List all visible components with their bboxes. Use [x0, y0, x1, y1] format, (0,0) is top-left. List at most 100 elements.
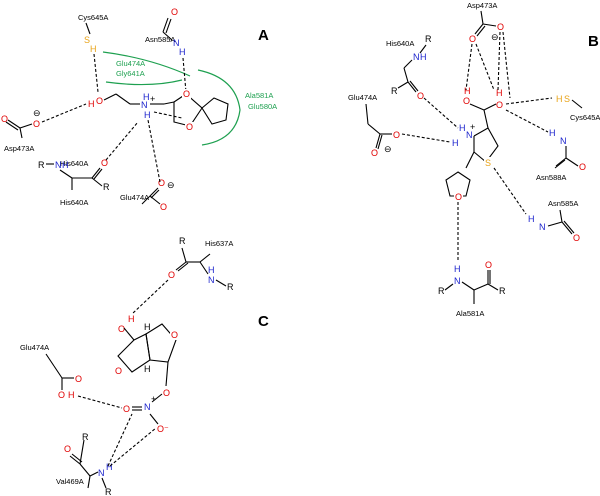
hbond	[475, 43, 495, 91]
r-group: R	[499, 286, 506, 296]
r-group: R	[105, 487, 112, 496]
oxygen-atom: O	[417, 91, 424, 101]
hydrogen-atom: H	[143, 92, 150, 102]
r-group: R	[227, 282, 234, 292]
oxygen-atom: O	[33, 119, 40, 129]
r-group: R	[38, 160, 45, 170]
oxygen-atom: O	[579, 162, 586, 172]
residue-his640a-b: His640A	[386, 39, 414, 48]
negative-charge: ⊖	[491, 32, 499, 42]
positive-charge: +	[151, 394, 156, 404]
oxygen-atom: O	[64, 444, 71, 454]
negative-charge: ⊖	[167, 180, 175, 190]
hydrophobic-arc-2	[105, 79, 183, 86]
hydrogen-atom: H	[144, 322, 151, 332]
oxygen-atom: O	[171, 7, 178, 17]
oxygen-atom: O	[573, 233, 580, 243]
hydrogen-atom: H	[464, 86, 471, 96]
oxygen-atom: O	[158, 178, 165, 188]
oxygen-atom: O	[183, 89, 190, 99]
sulfur-atom: S	[485, 158, 491, 168]
positive-charge: +	[150, 94, 155, 104]
green-label-glu474a: Glu474A	[116, 59, 145, 68]
nitrogen-atom: N	[454, 276, 461, 286]
oxygen-atom: O	[1, 114, 8, 124]
negative-charge: ⊖	[33, 108, 41, 118]
oxygen-atom: O	[163, 388, 170, 398]
residue-asp473a-a: Asp473A	[4, 144, 34, 153]
residue-asp473a-b: Asp473A	[467, 1, 497, 10]
sulfur-atom: S	[84, 35, 90, 45]
residue-asn585a-b: Asn585A	[548, 199, 578, 208]
nitrogen-atom: N	[98, 468, 105, 478]
residue-asn585a-a: Asn585A	[145, 35, 175, 44]
nitrogen-atom: N	[208, 275, 215, 285]
oxygen-atom: O	[171, 330, 178, 340]
residue-ala581a-b: Ala581A	[456, 309, 484, 318]
r-group: R	[82, 432, 89, 442]
thiazolidine-ring	[473, 127, 499, 163]
oxygen-atom: O	[497, 22, 504, 32]
hbond	[423, 97, 459, 129]
hydrogen-atom: H	[62, 160, 69, 170]
residue-his640a-a-name: His640A	[60, 198, 88, 207]
hydrogen-atom: H	[208, 265, 215, 275]
oxygen-atom: O	[469, 34, 476, 44]
hydrogen-atom: H	[88, 99, 95, 109]
nitrogen-atom: N	[466, 130, 473, 140]
panel-b: B Asp473A O O ⊖ His640A R N H R O Glu474…	[348, 1, 600, 318]
hydrogen-atom: H	[179, 47, 186, 57]
hydrogen-atom: H	[128, 314, 135, 324]
panel-b-label: B	[588, 33, 599, 50]
hbond	[93, 53, 99, 93]
cyclopentane-ring	[201, 97, 229, 125]
residue-val469a-c: Val469A	[56, 477, 84, 486]
hydrogen-atom: H	[459, 123, 466, 133]
nitrogen-atom: N	[560, 136, 567, 146]
oxygen-atom: O	[101, 158, 108, 168]
residue-his637a-c: His637A	[205, 239, 233, 248]
hbond	[77, 395, 123, 409]
oxygen-atom: O	[496, 100, 503, 110]
hydrogen-atom: H	[420, 52, 427, 62]
negative-charge: ⊖	[384, 144, 392, 154]
hbond	[147, 119, 161, 183]
hbond	[505, 97, 553, 105]
hbond	[505, 109, 549, 133]
green-label-ala581a: Ala581A	[245, 91, 273, 100]
furanose-ring-left	[117, 333, 151, 373]
panel-c: C R His637A O N H R H O O O H H O N +	[20, 236, 269, 496]
hbond	[105, 121, 139, 161]
hydrogen-atom: H	[528, 214, 535, 224]
panel-a: A Glu474A Gly641A Ala581A Glu580A Cys645…	[1, 7, 277, 212]
residue-asn588a-b: Asn588A	[536, 173, 566, 182]
hydrogen-atom: H	[556, 94, 563, 104]
oxygen-atom: O	[75, 374, 82, 384]
green-label-glu580a: Glu580A	[248, 102, 277, 111]
r-group: R	[391, 86, 398, 96]
sulfur-atom: S	[564, 94, 570, 104]
nitrogen-atom: N	[141, 100, 148, 110]
r-group: R	[103, 182, 110, 192]
hydrogen-atom: H	[452, 138, 459, 148]
oxygen-atom: O	[115, 366, 122, 376]
oxygen-atom: O	[160, 202, 167, 212]
hbond	[41, 103, 87, 123]
oxygen-atom: O⁻	[157, 424, 169, 434]
hbond	[502, 31, 511, 99]
oxygen-atom: O	[123, 404, 130, 414]
hydrogen-atom: H	[106, 462, 113, 472]
nitrogen-atom: N	[55, 160, 62, 170]
hbond	[401, 133, 451, 143]
hydrogen-atom: H	[549, 128, 556, 138]
residue-cys645a-a: Cys645A	[78, 13, 108, 22]
residue-his640a-a: His640A	[60, 159, 88, 168]
oxygen-atom: O	[96, 96, 103, 106]
oxygen-atom: O	[393, 130, 400, 140]
residue-glu474a-b: Glu474A	[348, 93, 377, 102]
oxygen-atom: O	[186, 122, 193, 132]
hydrogen-atom: H	[454, 264, 461, 274]
panel-c-label: C	[258, 313, 269, 330]
hbond	[493, 167, 527, 215]
